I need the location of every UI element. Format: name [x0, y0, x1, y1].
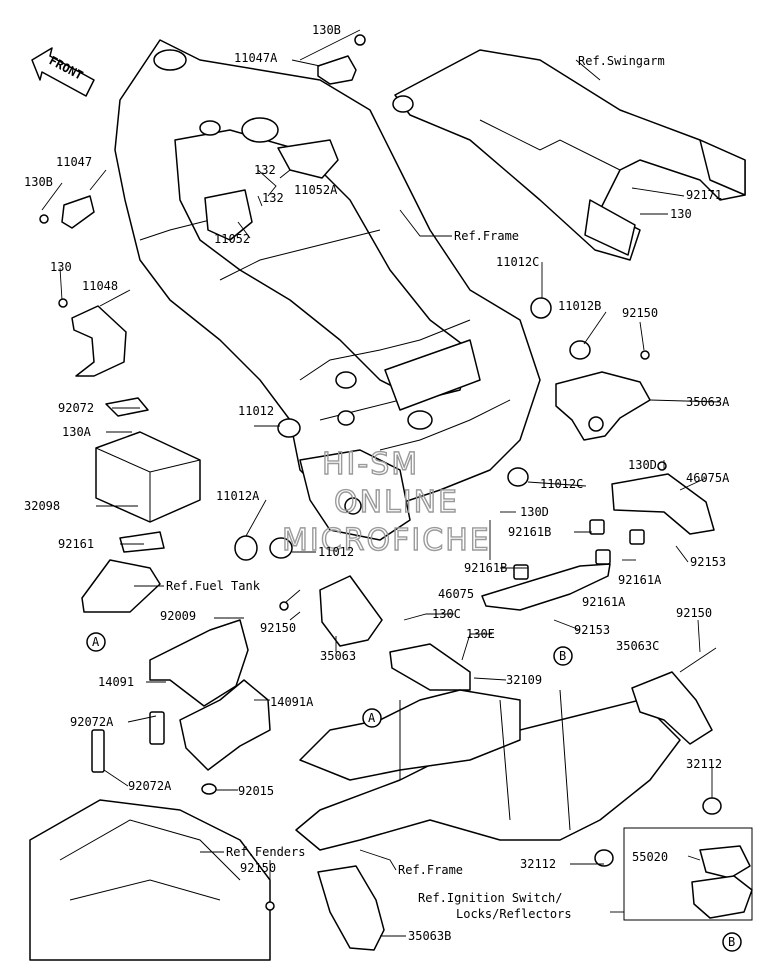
label-92161b-b: 92161B: [464, 561, 507, 575]
label-130c: 130C: [432, 607, 461, 621]
label-92072a-a: 92072A: [70, 715, 114, 729]
ignition-bracket-55020: [623, 827, 753, 921]
ref-frame-top: Ref.Frame: [454, 229, 519, 243]
bracket-11047: [39, 195, 95, 229]
label-11052: 11052: [214, 232, 250, 246]
label-55020: 55020: [632, 850, 668, 864]
label-92015: 92015: [238, 784, 274, 798]
bracket-35063: [279, 575, 383, 647]
callout-b-top-text: B: [559, 649, 566, 663]
swingarm-drawing: [392, 49, 746, 261]
label-92072a-b: 92072A: [128, 779, 172, 793]
label-130e: 130E: [466, 627, 495, 641]
bracket-35063b: [265, 865, 385, 951]
label-11012-b: 11012: [318, 545, 354, 559]
label-32112-b: 32112: [520, 857, 556, 871]
label-35063: 35063: [320, 649, 356, 663]
label-14091: 14091: [98, 675, 134, 689]
callout-a-mid-text: A: [368, 711, 376, 725]
ref-ignition-line-1: Ref.Ignition Switch/: [418, 891, 563, 905]
reference-labels: Ref.Swingarm Ref.Frame Ref.Fuel Tank Ref…: [166, 54, 665, 921]
label-92150-top: 92150: [622, 306, 658, 320]
label-32098: 32098: [24, 499, 60, 513]
bracket-11052a: [277, 139, 339, 179]
label-130d-a: 130D: [628, 458, 657, 472]
label-35063c: 35063C: [616, 639, 659, 653]
label-130a: 130A: [62, 425, 92, 439]
cover-14091: [91, 619, 271, 795]
label-92161: 92161: [58, 537, 94, 551]
label-92153-b: 92153: [574, 623, 610, 637]
label-11012c-mid: 11012C: [540, 477, 583, 491]
label-11048: 11048: [82, 279, 118, 293]
label-130b-left: 130B: [24, 175, 53, 189]
bracket-11048: [58, 298, 127, 377]
label-11012b: 11012B: [558, 299, 601, 313]
label-11012a: 11012A: [216, 489, 260, 503]
label-92072: 92072: [58, 401, 94, 415]
callout-b-top: B: [553, 646, 573, 666]
label-35063b: 35063B: [408, 929, 451, 943]
reference-lines: [41, 29, 721, 937]
ref-fenders: Ref.Fenders: [226, 845, 305, 859]
label-46075a: 46075A: [686, 471, 730, 485]
label-11012c-top: 11012C: [496, 255, 539, 269]
label-32109: 32109: [506, 673, 542, 687]
callout-b-bottom-text: B: [728, 935, 735, 949]
label-92153-a: 92153: [690, 555, 726, 569]
label-92171: 92171: [686, 188, 722, 202]
watermark: HI-SM ONLINE MICROFICHE: [281, 446, 491, 558]
label-11012: 11012: [238, 404, 274, 418]
label-132-a: 132: [254, 163, 276, 177]
label-35063a: 35063A: [686, 395, 730, 409]
label-130-swing: 130: [670, 207, 692, 221]
label-92161a-b: 92161A: [582, 595, 626, 609]
callout-a-left: A: [86, 632, 106, 652]
label-11047a: 11047A: [234, 51, 278, 65]
fender-tray-drawing: [29, 799, 271, 961]
bracket-11047a: [317, 34, 366, 85]
main-frame-drawing: [114, 39, 541, 541]
bracket-11052: [204, 189, 253, 241]
watermark-line-2: ONLINE: [334, 485, 459, 520]
watermark-line-3: MICROFICHE: [282, 523, 491, 558]
label-92009: 92009: [160, 609, 196, 623]
ref-fuel-tank: Ref.Fuel Tank: [166, 579, 261, 593]
watermark-line-1: HI-SM: [322, 447, 419, 482]
label-11047: 11047: [56, 155, 92, 169]
battery-case-32098: [81, 397, 201, 613]
ref-swingarm: Ref.Swingarm: [578, 54, 665, 68]
label-92150-mid: 92150: [260, 621, 296, 635]
bracket-35063a: [555, 350, 651, 441]
label-132-b: 132: [262, 191, 284, 205]
callout-b-bottom: B: [722, 932, 742, 952]
callout-a-mid: A: [362, 708, 382, 728]
label-92161a-a: 92161A: [618, 573, 662, 587]
label-92150-bottom: 92150: [240, 861, 276, 875]
label-92150-right: 92150: [676, 606, 712, 620]
grab-handle-46075: [481, 519, 645, 611]
bracket-32109: [389, 643, 471, 691]
label-130d-b: 130D: [520, 505, 549, 519]
rear-subframe-drawing: [295, 671, 722, 867]
label-130-left: 130: [50, 260, 72, 274]
ref-frame-bottom: Ref.Frame: [398, 863, 463, 877]
label-14091a: 14091A: [270, 695, 314, 709]
part-labels: 130B 11047A 11047 130B 132 132 11052A 11…: [24, 23, 730, 943]
label-130b-top: 130B: [312, 23, 341, 37]
front-arrow-badge: FRONT: [31, 47, 95, 97]
callout-a-left-text: A: [92, 635, 100, 649]
label-92161b-a: 92161B: [508, 525, 551, 539]
ref-ignition-line-2: Locks/Reflectors: [456, 907, 572, 921]
grommets-11012: [234, 297, 591, 561]
label-32112-a: 32112: [686, 757, 722, 771]
label-46075: 46075: [438, 587, 474, 601]
label-11052a: 11052A: [294, 183, 338, 197]
